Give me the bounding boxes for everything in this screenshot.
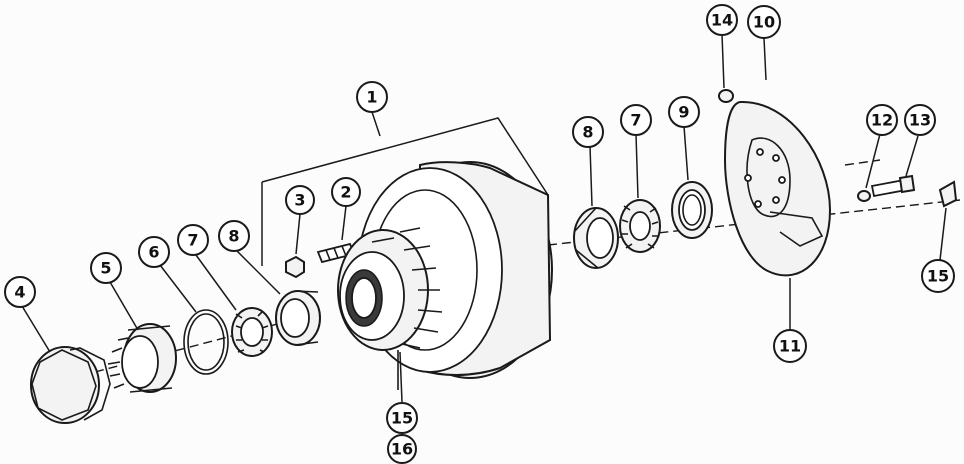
callout-6: 6 [138,236,170,268]
callout-11: 11 [773,329,807,363]
svg-text:7: 7 [630,111,641,130]
brake-backing-plate [723,100,832,277]
svg-text:16: 16 [391,440,413,459]
inner-bearing-cone [619,199,661,253]
callout-12: 12 [866,104,898,136]
inner-bearing-cup [573,207,619,269]
hub-cap [30,346,111,424]
leader-lines [21,33,947,403]
callout-7-right: 7 [620,104,652,136]
abs-clip [938,180,958,208]
callout-4: 4 [4,276,36,308]
svg-text:4: 4 [14,283,25,302]
outer-bearing-cone [231,307,273,357]
callout-14: 14 [706,4,738,36]
svg-text:11: 11 [779,337,801,356]
svg-text:15: 15 [927,267,949,286]
callout-8-left: 8 [218,220,250,252]
svg-text:15: 15 [391,409,413,428]
inspection-plug [718,89,734,103]
svg-text:7: 7 [187,231,198,250]
callout-1: 1 [356,81,388,113]
svg-text:1: 1 [366,88,377,107]
svg-text:5: 5 [100,259,111,278]
grease-seal [671,181,713,239]
svg-text:12: 12 [871,111,893,130]
outer-bearing-cup [275,290,321,346]
callout-13: 13 [904,104,936,136]
svg-text:3: 3 [294,191,305,210]
callout-7-left: 7 [177,224,209,256]
spindle-nut-assembly [107,323,177,393]
svg-text:6: 6 [148,243,159,262]
hub-drum-assembly [337,161,553,390]
svg-text:14: 14 [711,11,733,30]
svg-text:2: 2 [340,183,351,202]
svg-text:13: 13 [909,111,931,130]
wheel-stud-nut [285,255,305,279]
callout-2: 2 [331,177,361,207]
svg-text:10: 10 [753,13,775,32]
svg-text:8: 8 [582,123,593,142]
snap-ring [183,309,229,375]
callout-5: 5 [90,252,122,284]
svg-text:8: 8 [228,227,239,246]
callout-15-right: 15 [921,259,955,293]
backing-plate-bolt [870,174,916,198]
callout-16: 16 [387,434,417,464]
callout-9: 9 [668,96,700,128]
callout-10: 10 [747,5,781,39]
svg-text:9: 9 [678,103,689,122]
lock-washer [857,190,871,202]
callout-3: 3 [285,185,315,215]
callout-8-right: 8 [572,116,604,148]
callout-15-bottom: 15 [386,402,418,434]
